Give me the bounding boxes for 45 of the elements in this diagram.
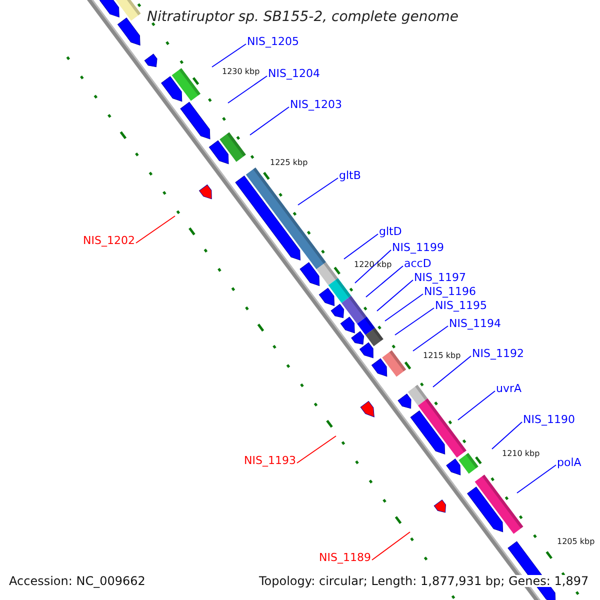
leader-line [394,308,434,336]
gene-label: NIS_1202 [83,234,135,246]
gene-label: uvrA [496,382,522,394]
leader-line [366,266,404,298]
gene-label: NIS_1192 [472,348,524,359]
gene-label: NIS_1194 [449,318,501,329]
leader-line [250,106,290,136]
leader-line [344,234,378,260]
scale-label: 1230 kbp [222,68,260,76]
leader-line [298,178,338,206]
genome-info-text: Topology: circular; Length: 1,877,931 bp; Genes: 1,897 [259,575,589,587]
leader-line [372,532,410,560]
gene-label: gltB [339,170,361,181]
gene-label: gltD [379,226,402,237]
accession-text: Accession: NC_009662 [9,575,146,587]
gene-label: NIS_1190 [523,414,575,425]
leader-line [296,436,336,464]
gene-label: NIS_1199 [392,242,444,253]
scale-label: 1210 kbp [502,450,540,458]
scale-label: 1215 kbp [423,352,461,360]
gene-label: NIS_1195 [435,300,487,311]
gene-label: NIS_1193 [244,454,296,466]
gene-label: NIS_1203 [290,98,342,110]
gene-label: NIS_1204 [268,68,320,79]
scale-label: 1205 kbp [557,538,595,546]
map-title: Nitratiruptor sp. SB155-2, complete genome [147,10,459,24]
leader-line [492,422,522,450]
leader-line [354,250,392,284]
gene-label: accD [404,258,432,269]
leader-line [384,294,424,322]
leader-line [516,464,556,494]
leader-line [212,44,246,68]
gene-label: NIS_1189 [319,552,371,563]
leader-line [432,356,472,388]
leader-line [412,326,448,352]
leader-line [458,390,496,420]
scale-label: 1220 kbp [354,261,392,269]
leader-line [228,76,268,104]
leader-line [376,280,414,312]
leader-line [136,216,176,244]
gene-label: NIS_1197 [414,272,466,283]
gene-label: NIS_1196 [424,286,476,297]
gene-label: NIS_1205 [247,36,299,47]
gene-label: polA [557,456,582,468]
scale-label: 1225 kbp [270,159,308,167]
